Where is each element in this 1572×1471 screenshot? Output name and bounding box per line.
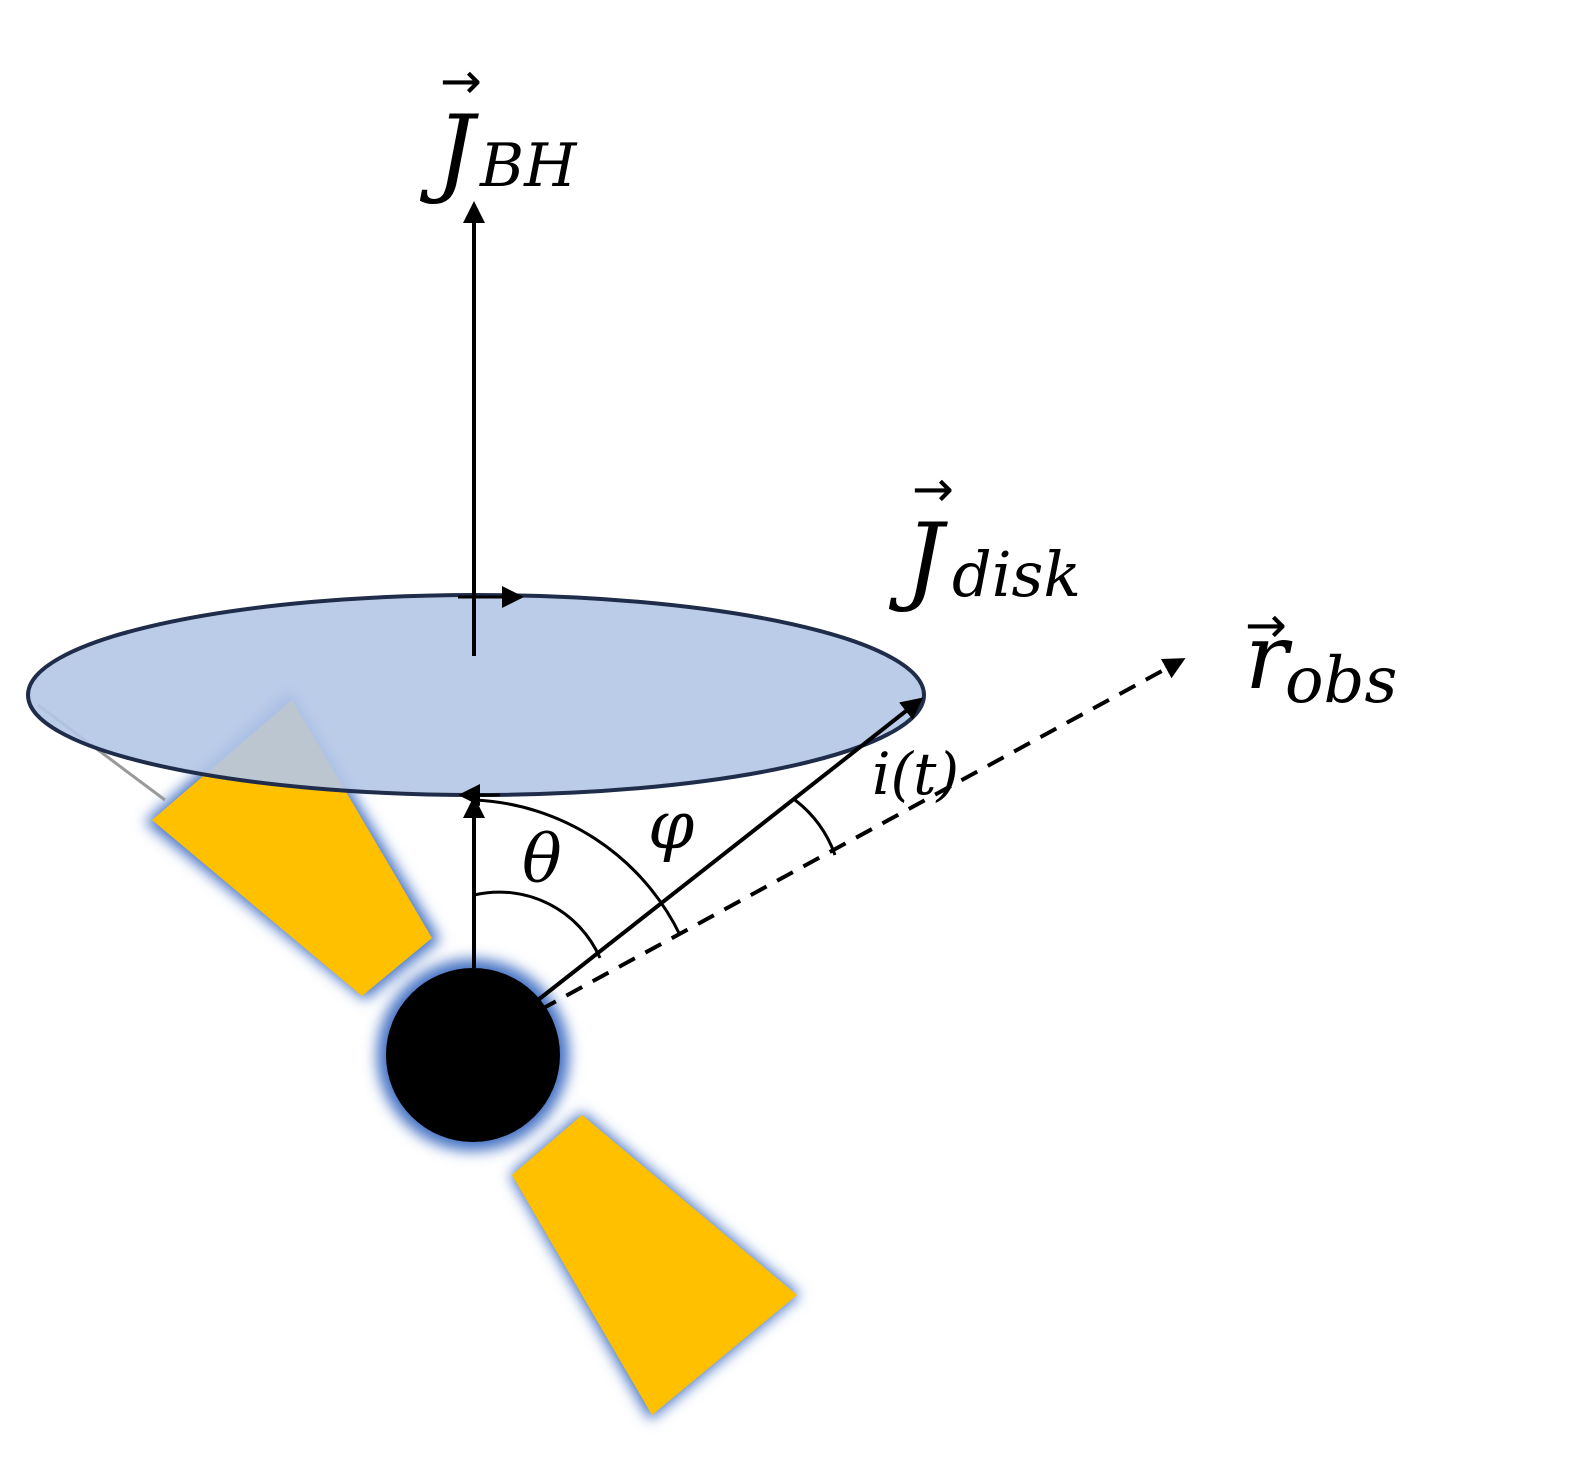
j-bh-vector-mark: → — [440, 52, 482, 110]
j-disk-label: J disk → — [888, 460, 1081, 615]
r-obs-line — [539, 658, 1186, 1012]
theta-arc — [473, 890, 602, 959]
r-obs-symbol: r — [1245, 605, 1293, 710]
inclination-arc — [794, 798, 837, 856]
j-disk-vector-mark: → — [912, 460, 954, 518]
lower-jet — [512, 1115, 797, 1415]
r-obs-label: r obs → — [1245, 596, 1397, 718]
theta-label: θ — [522, 821, 562, 898]
phi-label: φ — [648, 787, 694, 864]
j-disk-vector — [536, 697, 924, 1002]
black-hole — [386, 968, 560, 1142]
inclination-label: i(t) — [872, 740, 959, 808]
phi-arc — [473, 798, 682, 936]
j-disk-subscript: disk — [952, 538, 1081, 611]
j-disk-symbol: J — [888, 503, 948, 615]
j-bh-symbol: J — [419, 95, 479, 207]
j-bh-subscript: BH — [479, 131, 578, 201]
r-obs-subscript: obs — [1285, 644, 1397, 718]
r-obs-vector-mark: → — [1245, 596, 1287, 654]
j-bh-label: J BH → — [419, 52, 578, 207]
